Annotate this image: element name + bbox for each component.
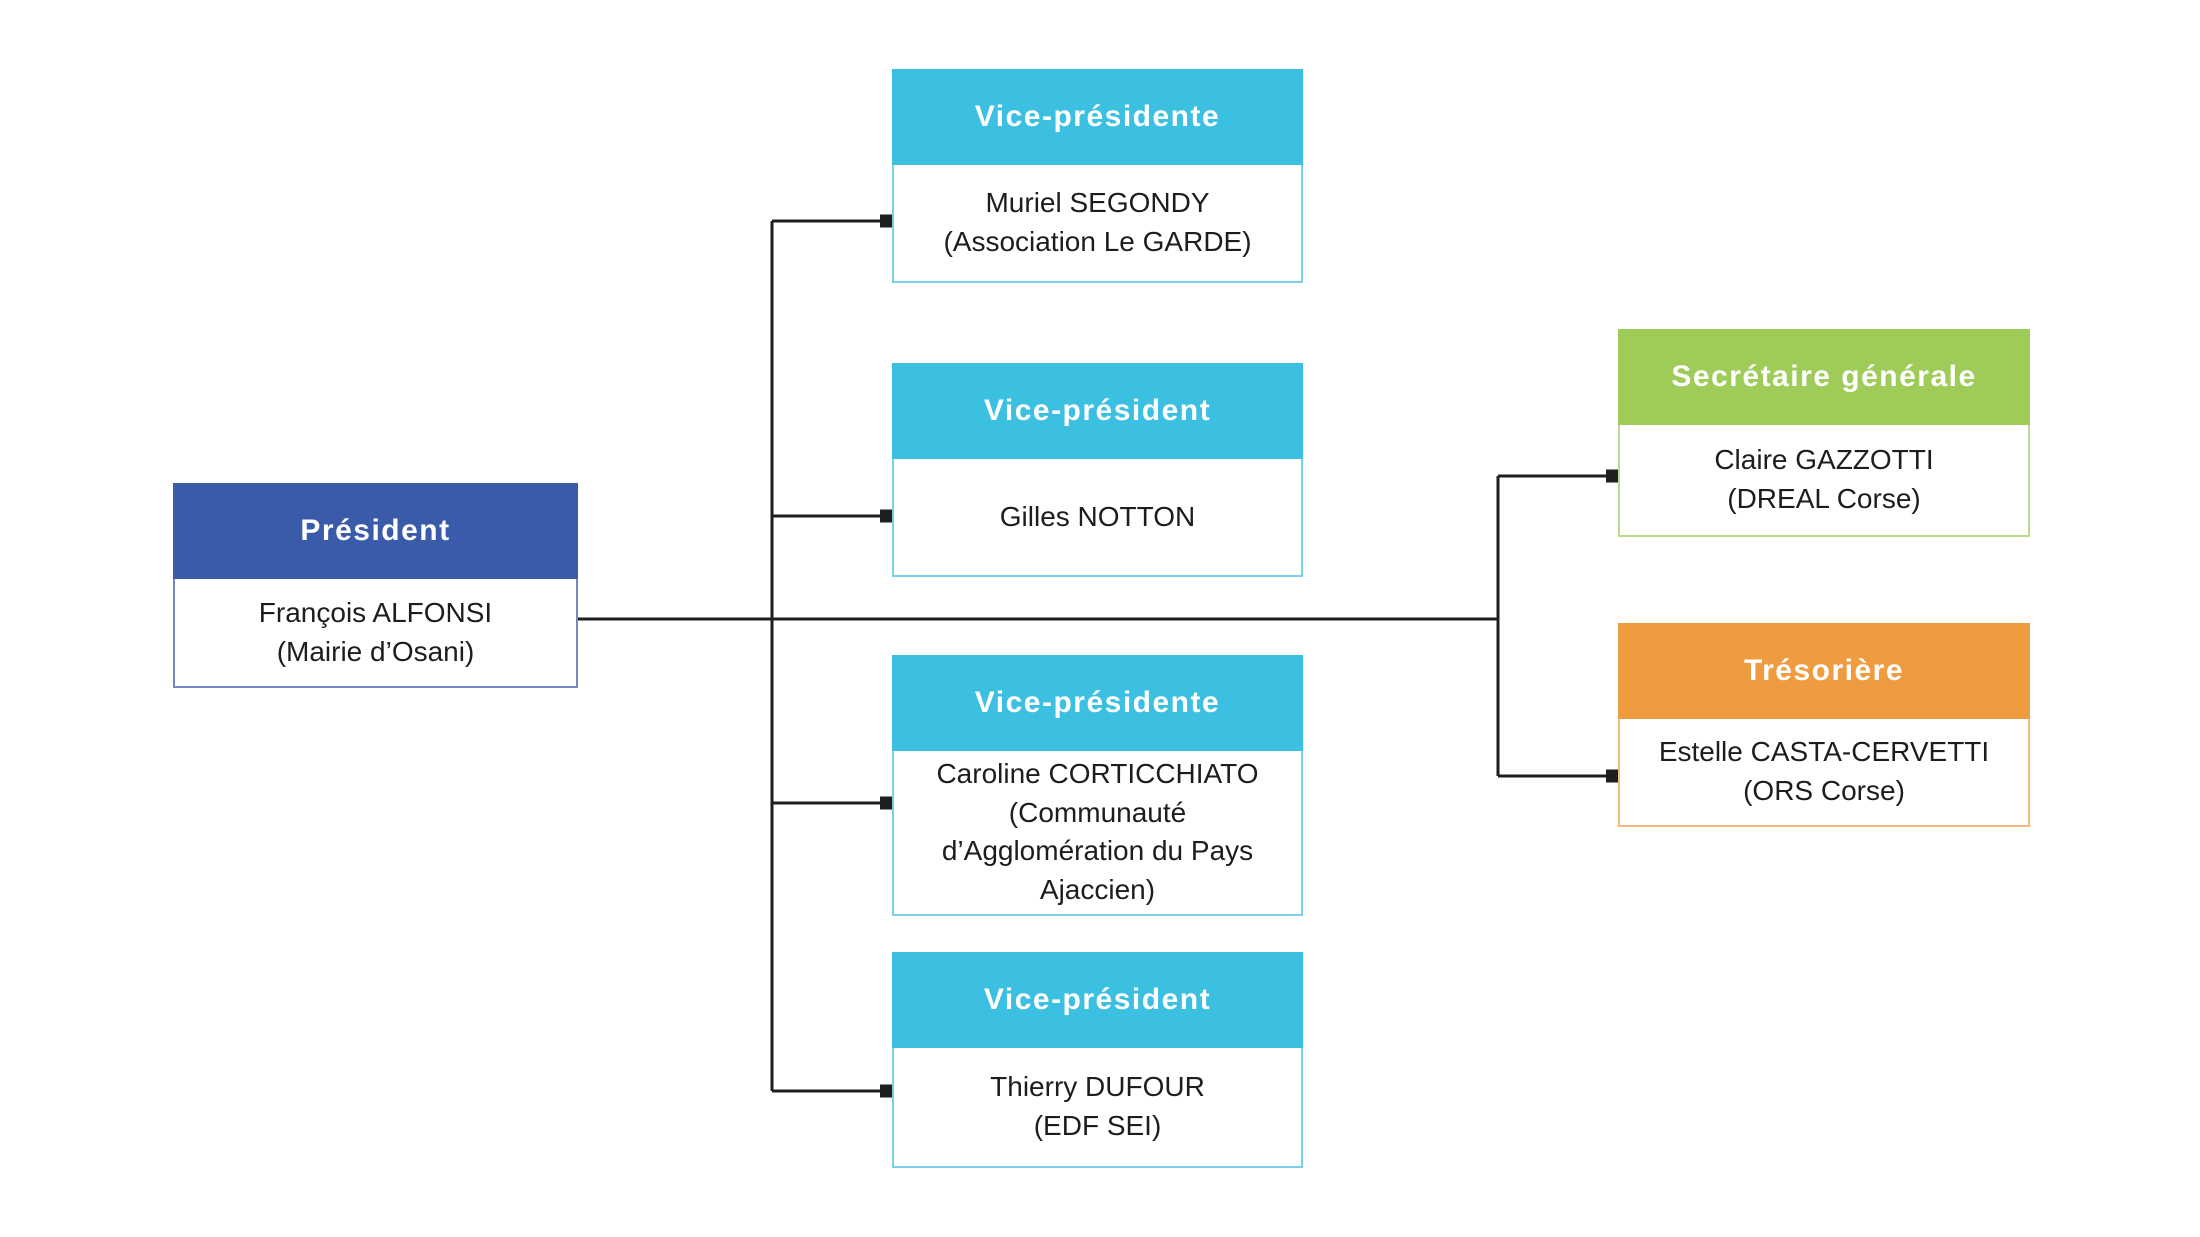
- node-vice-president-3-body: Caroline CORTICCHIATO (Communauté d’Aggl…: [892, 751, 1303, 916]
- node-treasurer-role-header: Trésorière: [1618, 623, 2030, 719]
- square-arrowhead-icon: [880, 1084, 893, 1098]
- person-name: François ALFONSI: [258, 596, 493, 628]
- square-arrowhead-icon: [880, 214, 893, 228]
- node-vice-president-2: Vice-président Gilles NOTTON: [892, 363, 1303, 577]
- square-arrowhead-icon: [880, 509, 893, 523]
- person-name: Gilles NOTTON: [999, 500, 1196, 532]
- node-vice-president-3: Vice-présidente Caroline CORTICCHIATO (C…: [892, 655, 1303, 916]
- node-secretary-general-body: Claire GAZZOTTI (DREAL Corse): [1618, 425, 2030, 537]
- node-president: Président François ALFONSI (Mairie d’Osa…: [173, 483, 578, 688]
- node-president-role-header: Président: [173, 483, 578, 579]
- node-secretary-general: Secrétaire générale Claire GAZZOTTI (DRE…: [1618, 329, 2030, 537]
- node-treasurer-body: Estelle CASTA-CERVETTI (ORS Corse): [1618, 719, 2030, 827]
- person-organization: (Association Le GARDE): [943, 226, 1252, 257]
- node-vice-president-3-role-header: Vice-présidente: [892, 655, 1303, 751]
- node-vice-president-2-role-header: Vice-président: [892, 363, 1303, 459]
- person-organization: (ORS Corse): [1743, 775, 1905, 806]
- person-organization: (Communauté d’Agglomération du Pays Ajac…: [941, 796, 1254, 905]
- square-arrowhead-icon: [880, 796, 893, 810]
- node-vice-president-1: Vice-présidente Muriel SEGONDY (Associat…: [892, 69, 1303, 283]
- person-organization: (Mairie d’Osani): [276, 635, 475, 667]
- node-president-body: François ALFONSI (Mairie d’Osani): [173, 579, 578, 688]
- square-arrowhead-icon: [1606, 469, 1619, 483]
- square-arrowhead-icon: [1606, 769, 1619, 783]
- person-name: Muriel SEGONDY: [985, 187, 1210, 219]
- node-vice-president-4-role-header: Vice-président: [892, 952, 1303, 1048]
- person-name: Caroline CORTICCHIATO: [936, 758, 1259, 789]
- node-vice-president-4: Vice-président Thierry DUFOUR (EDF SEI): [892, 952, 1303, 1168]
- node-vice-president-1-role-header: Vice-présidente: [892, 69, 1303, 165]
- node-treasurer: Trésorière Estelle CASTA-CERVETTI (ORS C…: [1618, 623, 2030, 827]
- person-name: Claire GAZZOTTI: [1714, 444, 1934, 476]
- person-name: Thierry DUFOUR: [990, 1071, 1205, 1103]
- person-name: Estelle CASTA-CERVETTI: [1658, 736, 1990, 768]
- node-vice-president-4-body: Thierry DUFOUR (EDF SEI): [892, 1048, 1303, 1168]
- node-vice-president-2-body: Gilles NOTTON: [892, 459, 1303, 577]
- person-organization: (EDF SEI): [1033, 1110, 1162, 1141]
- node-secretary-general-role-header: Secrétaire générale: [1618, 329, 2030, 425]
- person-organization: (DREAL Corse): [1727, 483, 1921, 514]
- node-vice-president-1-body: Muriel SEGONDY (Association Le GARDE): [892, 165, 1303, 283]
